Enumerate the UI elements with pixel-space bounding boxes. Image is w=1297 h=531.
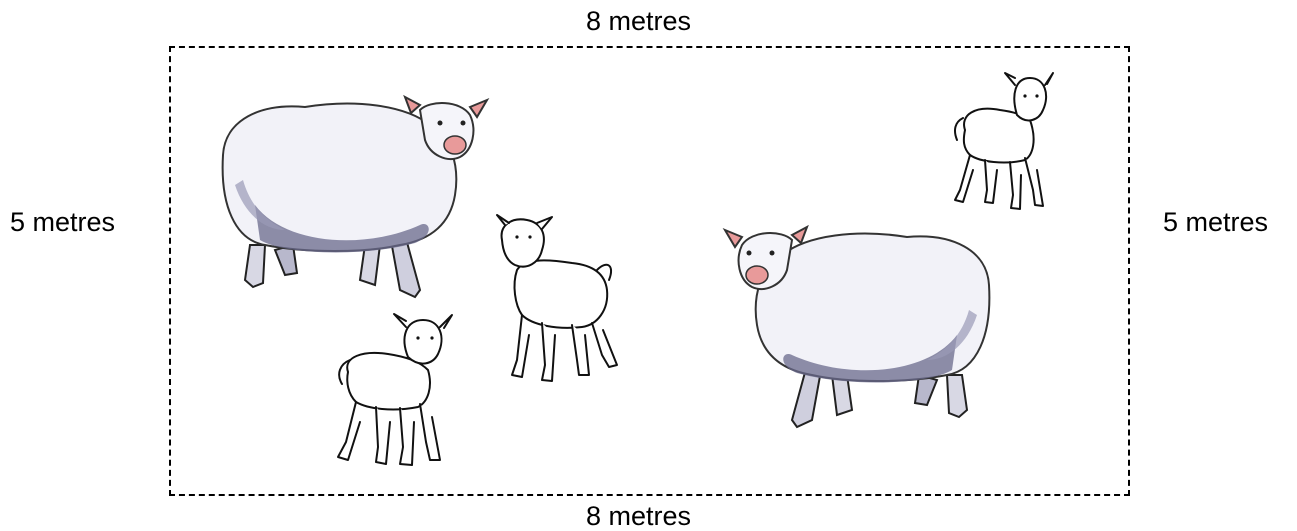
lamb-icon (337, 313, 453, 466)
sheep-icon (221, 94, 490, 299)
left-side-label: 5 metres (10, 207, 116, 237)
top-side-label: 8 metres (586, 6, 692, 36)
right-side-label: 5 metres (1163, 207, 1269, 237)
lamb-icon (954, 72, 1054, 210)
sheep-icon (722, 224, 991, 429)
lamb-icon (496, 214, 618, 382)
pen-boundary (169, 46, 1130, 496)
bottom-side-label: 8 metres (586, 501, 692, 531)
